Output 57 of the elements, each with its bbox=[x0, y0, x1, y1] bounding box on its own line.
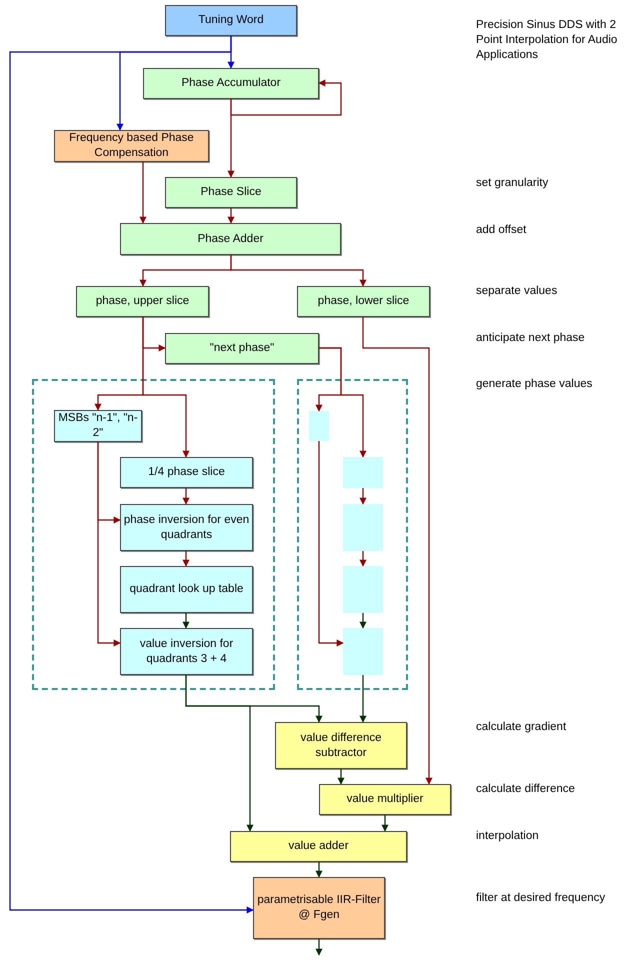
step-note: filter at desired frequency bbox=[476, 892, 606, 904]
arrow bbox=[142, 317, 190, 458]
arrow bbox=[182, 551, 190, 567]
arrow bbox=[185, 675, 254, 832]
blank-block bbox=[309, 411, 329, 441]
process-box: phase inversion for even quadrants bbox=[120, 504, 253, 551]
arrow bbox=[318, 441, 344, 646]
diagram-title: Precision Sinus DDS with 2 Point Interpolation for Audio Applications bbox=[476, 18, 618, 63]
arrow bbox=[382, 815, 388, 832]
process-box: value inversion for quadrants 3 + 4 bbox=[120, 628, 253, 675]
arrow bbox=[140, 162, 146, 224]
arrow bbox=[360, 488, 366, 505]
process-box: MSBs "n-1", "n-2" bbox=[54, 410, 142, 442]
process-box: Phase Adder bbox=[120, 223, 341, 255]
arrow bbox=[362, 317, 432, 785]
step-note: calculate gradient bbox=[476, 721, 566, 733]
step-note: calculate difference bbox=[476, 783, 575, 795]
group-frame bbox=[297, 379, 408, 690]
step-note: interpolation bbox=[476, 830, 539, 842]
process-box: value multiplier bbox=[319, 784, 451, 815]
group-frame bbox=[32, 379, 275, 690]
arrow bbox=[316, 939, 322, 956]
arrow bbox=[97, 442, 121, 646]
arrow bbox=[182, 488, 190, 505]
step-note: add offset bbox=[476, 224, 526, 236]
process-box: Tuning Word bbox=[165, 5, 297, 36]
arrow bbox=[360, 613, 366, 629]
process-box: Phase Slice bbox=[165, 177, 297, 208]
blank-block bbox=[343, 628, 383, 675]
arrow bbox=[182, 613, 190, 629]
blank-block bbox=[343, 457, 383, 488]
process-box: Phase Accumulator bbox=[143, 68, 319, 99]
step-note: separate values bbox=[476, 285, 558, 297]
arrow bbox=[9, 36, 254, 914]
process-box: Frequency based Phase Compensation bbox=[54, 130, 209, 162]
process-box: phase, upper slice bbox=[76, 286, 209, 317]
arrow bbox=[230, 80, 342, 116]
arrow bbox=[230, 255, 366, 287]
blank-block bbox=[343, 566, 383, 613]
process-box: value difference subtractor bbox=[275, 722, 407, 769]
process-box: parametrisable IIR-Filter @ Fgen bbox=[253, 877, 385, 939]
process-box: 1/4 phase slice bbox=[120, 457, 253, 488]
arrow bbox=[316, 862, 322, 878]
process-box: phase, lower slice bbox=[297, 286, 430, 317]
arrow bbox=[360, 551, 366, 567]
arrow bbox=[360, 675, 366, 723]
step-note: generate phase values bbox=[476, 378, 592, 390]
process-box: value adder bbox=[230, 831, 407, 862]
step-note: set granularity bbox=[476, 177, 548, 189]
blank-block bbox=[343, 504, 383, 551]
arrow bbox=[338, 769, 344, 785]
step-note: anticipate next phase bbox=[476, 332, 585, 344]
arrow bbox=[228, 208, 234, 224]
process-box: quadrant look up table bbox=[120, 566, 253, 613]
arrow bbox=[228, 99, 234, 178]
arrow bbox=[319, 347, 366, 458]
process-box: "next phase" bbox=[165, 333, 319, 364]
